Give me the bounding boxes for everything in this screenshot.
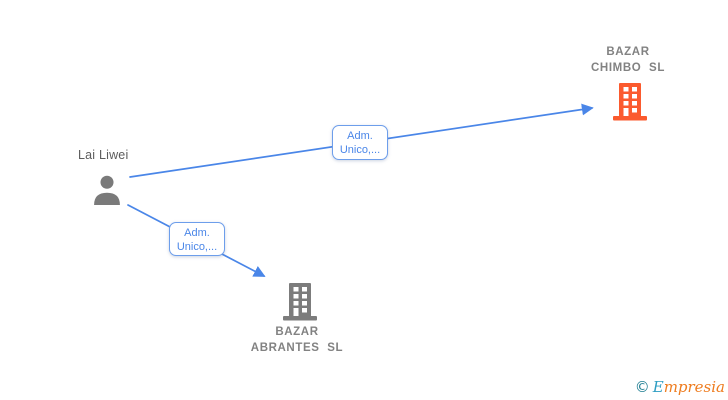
company-label-bazar-abrantes[interactable]: BAZAR ABRANTES SL (222, 324, 372, 356)
edge-label-adm-unico-abrantes[interactable]: Adm. Unico,... (169, 222, 225, 256)
company-building-icon-bazar-abrantes[interactable] (283, 283, 317, 321)
watermark-brand-initial: E (652, 378, 664, 396)
edge-label-line2: Unico,... (176, 241, 218, 253)
company-building-icon-bazar-chimbo[interactable] (613, 83, 647, 121)
edge-label-line2: Unico,... (339, 144, 381, 156)
person-icon[interactable] (92, 175, 122, 205)
company-label-line1: BAZAR (275, 326, 319, 338)
empresia-watermark[interactable]: ©Empresia (635, 378, 725, 396)
company-label-line2: CHIMBO SL (591, 62, 665, 74)
watermark-brand-rest: mpresia (663, 378, 725, 396)
person-name-label[interactable]: Lai Liwei (78, 148, 129, 162)
edge-label-line1: Adm. (347, 130, 373, 142)
company-label-line2: ABRANTES SL (250, 342, 344, 354)
company-label-line1: BAZAR (606, 46, 650, 58)
copyright-icon: © (634, 378, 650, 396)
edge-label-adm-unico-chimbo[interactable]: Adm. Unico,... (332, 125, 388, 160)
edge-label-line1: Adm. (184, 227, 210, 239)
company-label-bazar-chimbo[interactable]: BAZAR CHIMBO SL (553, 44, 703, 76)
